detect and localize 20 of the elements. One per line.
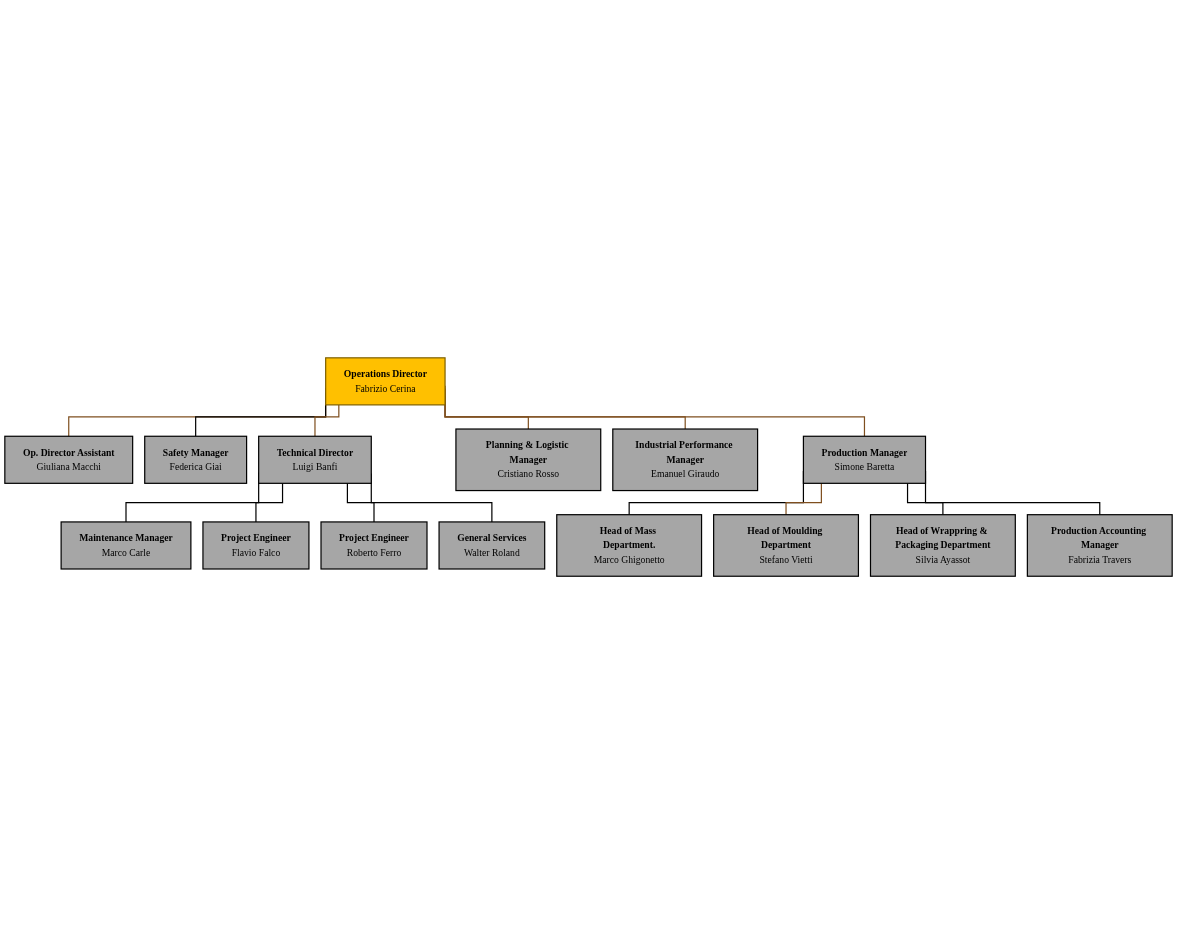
node-box: Head of Wrappring & Packaging Department Silvia Ayassot xyxy=(869,514,1016,578)
node-box: Safety Manager Federica Giai xyxy=(144,436,248,485)
connector xyxy=(346,483,375,523)
node-box: Project Engineer Roberto Ferro xyxy=(320,521,428,571)
node-box: Production Accounting Manager Fabrizia Travers xyxy=(1026,514,1173,578)
connector xyxy=(785,483,822,516)
node-box: Op. Director Assistant Giuliana Macchi xyxy=(4,436,134,485)
node-box: General Services Walter Roland xyxy=(438,521,546,571)
node-box: Industrial Performance Manager Emanuel Giraudo xyxy=(612,428,759,492)
node-box: Technical Director Luigi Banfi xyxy=(258,436,372,485)
node-box: Maintenance Manager Marco Carle xyxy=(60,521,192,571)
node-box: Project Engineer Flavio Falco xyxy=(202,521,310,571)
connector xyxy=(906,483,944,516)
node-box: Head of Moulding Department Stefano Vietti xyxy=(713,514,860,578)
connector xyxy=(314,404,340,438)
node-box: Head of Mass Department. Marco Ghigonetto xyxy=(556,514,703,578)
node-box: Production Manager Simone Baretta xyxy=(802,436,927,485)
connector xyxy=(255,483,284,523)
node-box: Planning & Logistic Manager Cristiano Rosso xyxy=(455,428,602,492)
node-box: Operations Director Fabrizio Cerina xyxy=(325,357,446,406)
